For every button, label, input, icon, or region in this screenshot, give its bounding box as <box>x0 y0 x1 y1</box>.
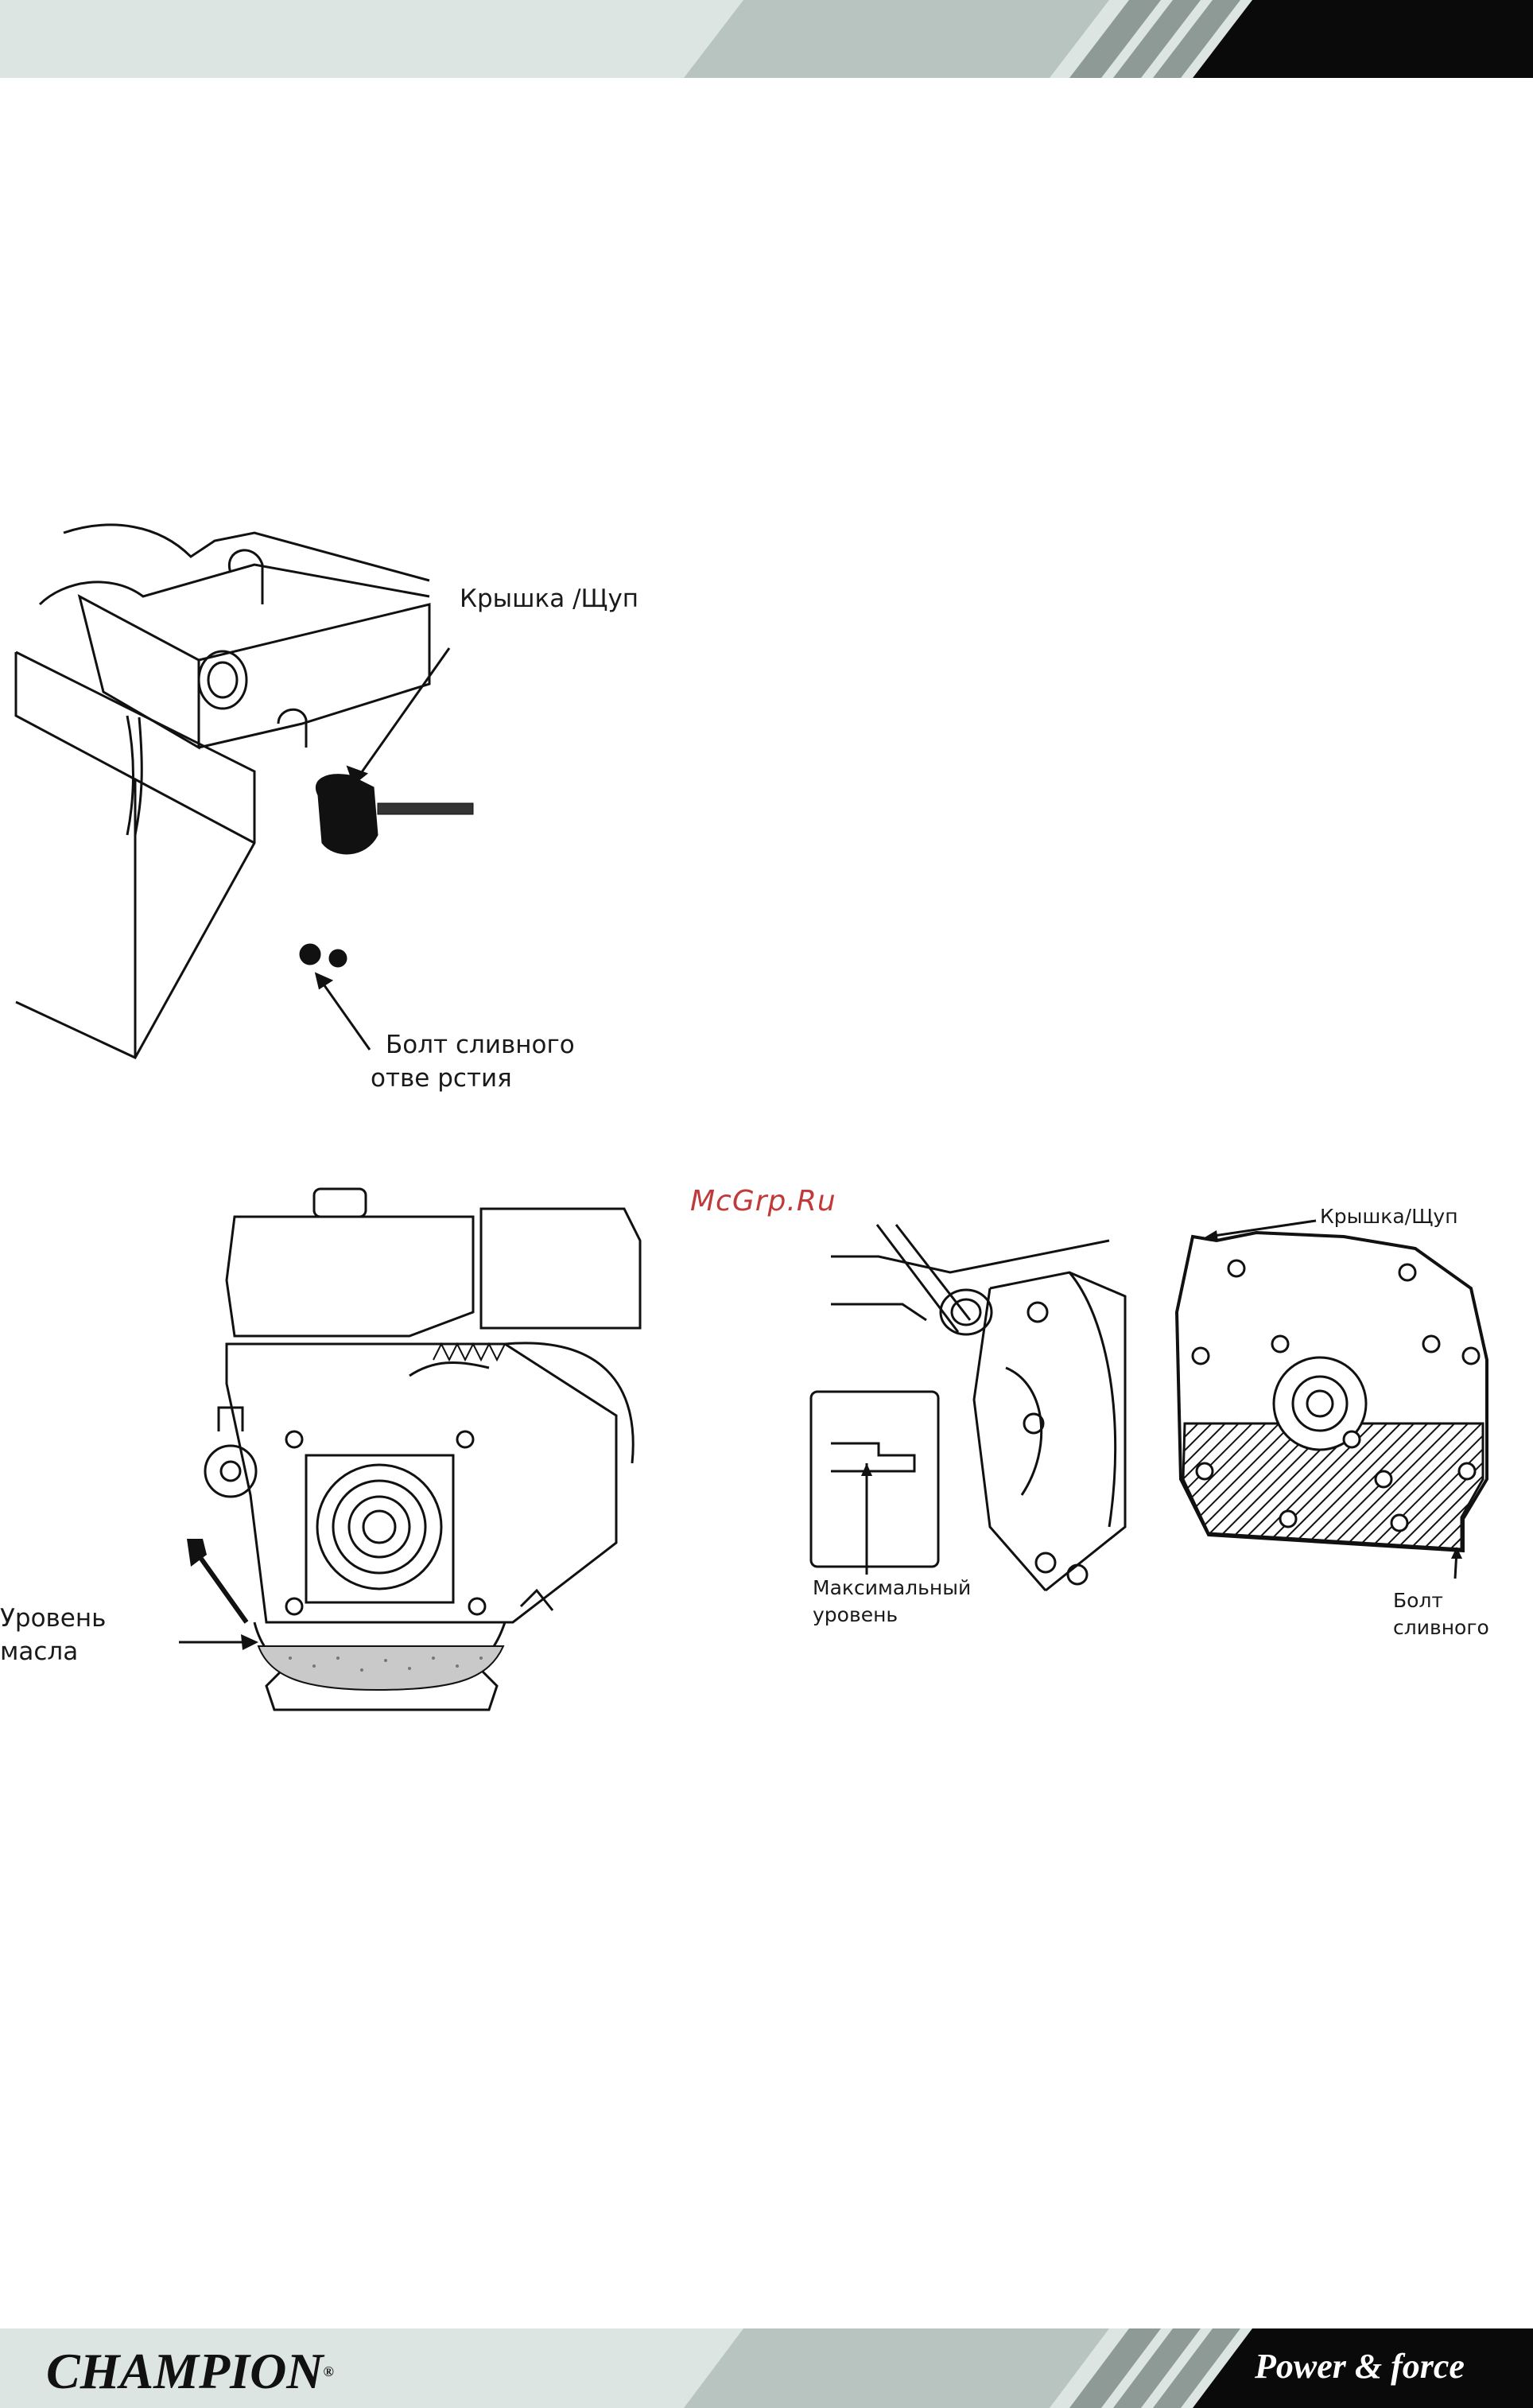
drain-bolt-label-line2: отве рстия <box>371 1062 512 1094</box>
drain-bolt-label-right-line1: Болт <box>1393 1587 1443 1614</box>
filler-neck-illustration <box>807 1225 1141 1606</box>
oil-drain-illustration <box>16 509 461 1082</box>
side-cover-illustration <box>1161 1217 1495 1583</box>
max-level-label-line1: Максимальный <box>813 1575 971 1601</box>
engine-front-illustration <box>171 1177 656 1718</box>
champion-logo: CHAMPION® <box>46 2344 334 2399</box>
watermark-text: McGrp.Ru <box>690 1185 836 1218</box>
header-band <box>0 0 1533 80</box>
footer-slogan: Power & force <box>1255 2346 1465 2387</box>
oil-level-label-line1: Уровень <box>0 1602 106 1634</box>
drain-bolt-label-line1: Болт сливного <box>386 1029 575 1061</box>
max-level-label-line2: уровень <box>813 1602 898 1628</box>
registered-mark: ® <box>324 2363 334 2379</box>
cap-dipstick-label: Крышка /Щуп <box>460 583 638 615</box>
cap-dipstick-label-right: Крышка/Щуп <box>1320 1203 1458 1229</box>
champion-logo-text: CHAMPION <box>46 2343 324 2399</box>
drain-bolt-label-right-line2: сливного <box>1393 1614 1489 1641</box>
oil-level-label-line2: масла <box>0 1636 78 1668</box>
